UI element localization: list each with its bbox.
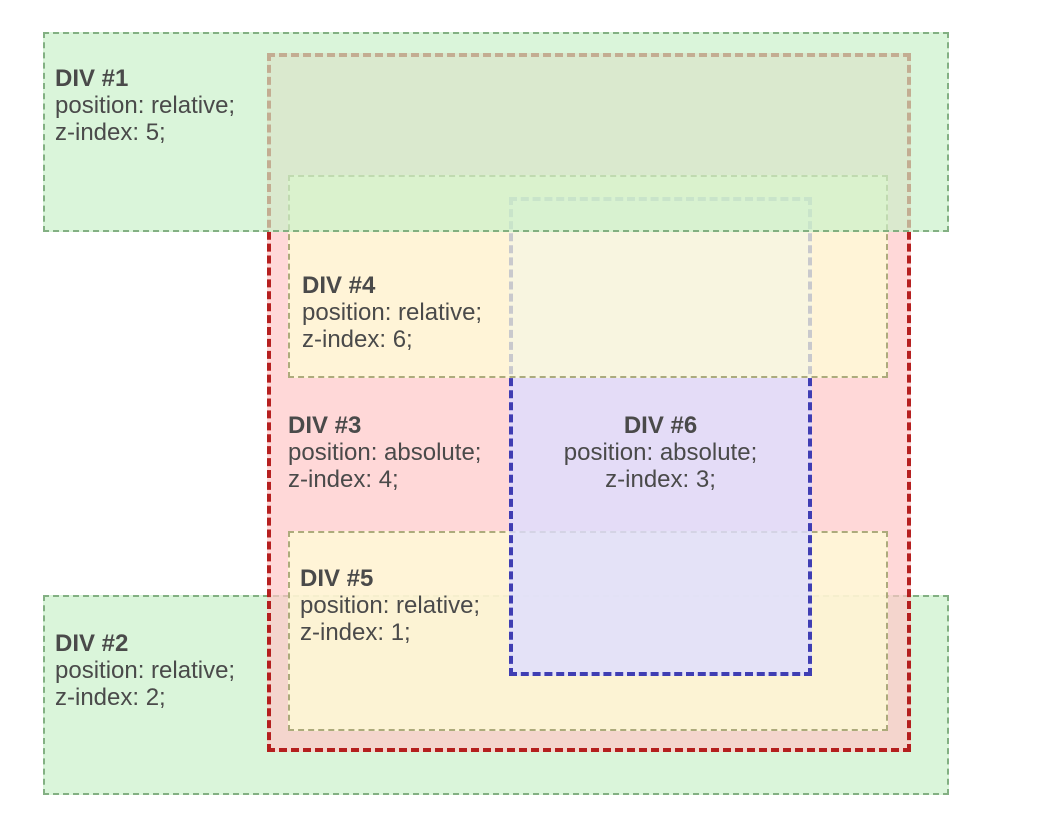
div-1-box: DIV #1 position: relative; z-index: 5; — [43, 32, 949, 232]
div-4-zindex: z-index: 6; — [302, 326, 413, 353]
div-1-position: position: relative; — [55, 92, 236, 119]
div-6-zindex: z-index: 3; — [605, 466, 716, 493]
div-5-title: DIV #5 — [300, 565, 374, 592]
div-5-zindex: z-index: 1; — [300, 619, 411, 646]
div-6-position: position: absolute; — [563, 439, 758, 466]
div-3-zindex: z-index: 4; — [288, 466, 399, 493]
div-4-label: DIV #4 position: relative; z-index: 6; — [302, 272, 482, 353]
div-4-title: DIV #4 — [302, 272, 376, 299]
div-1-zindex: z-index: 5; — [55, 119, 166, 146]
div-3-label: DIV #3 position: absolute; z-index: 4; — [288, 412, 481, 493]
div-6-title: DIV #6 — [623, 412, 698, 439]
div-1-title: DIV #1 — [55, 65, 129, 92]
div-2-position: position: relative; — [55, 657, 236, 684]
div-6-label: DIV #6 position: absolute; z-index: 3; — [513, 412, 808, 493]
div-5-label: DIV #5 position: relative; z-index: 1; — [300, 565, 480, 646]
div-3-position: position: absolute; — [288, 439, 482, 466]
div-1-label: DIV #1 position: relative; z-index: 5; — [55, 65, 235, 146]
div-4-position: position: relative; — [302, 299, 483, 326]
div-2-label: DIV #2 position: relative; z-index: 2; — [55, 630, 235, 711]
div-5-position: position: relative; — [300, 592, 481, 619]
div-2-zindex: z-index: 2; — [55, 684, 166, 711]
div-2-title: DIV #2 — [55, 630, 129, 657]
div-3-title: DIV #3 — [288, 412, 362, 439]
